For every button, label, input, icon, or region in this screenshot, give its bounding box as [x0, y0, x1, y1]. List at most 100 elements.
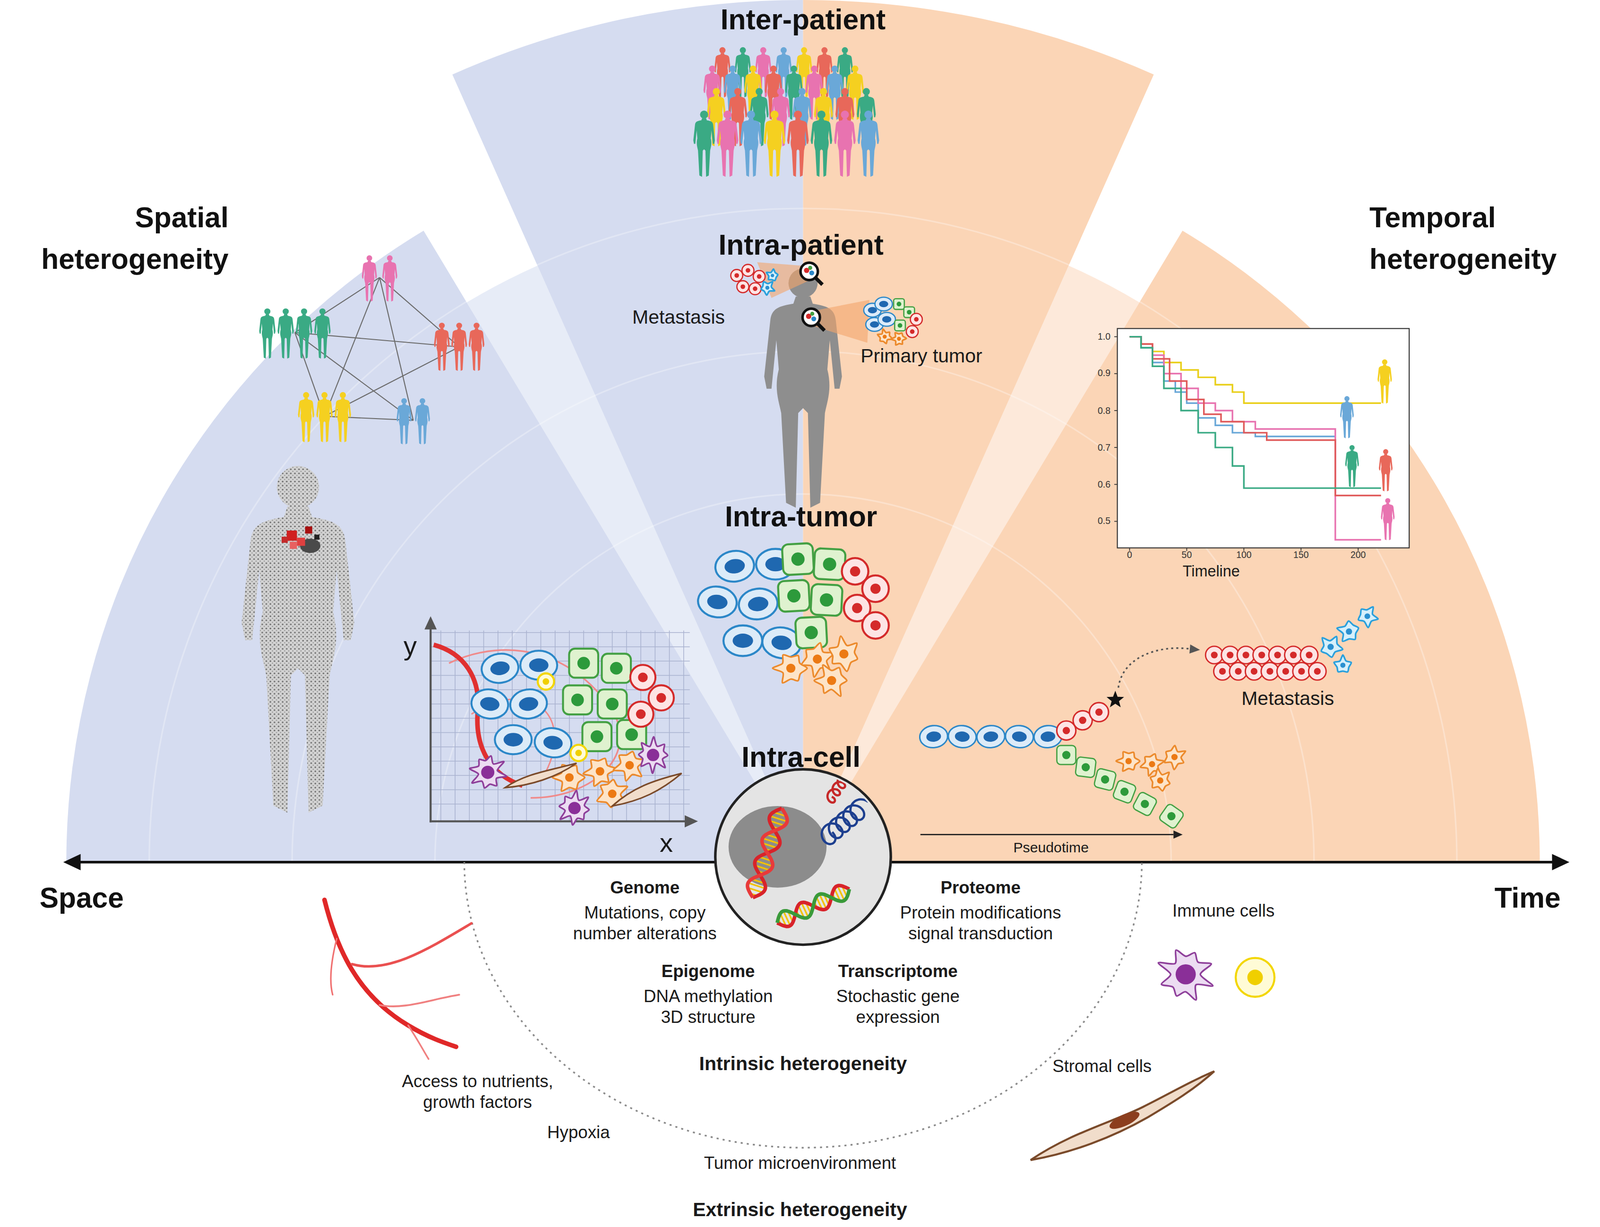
person-head — [264, 308, 271, 315]
green-cell — [782, 542, 815, 576]
person-icon — [361, 255, 378, 302]
site-label: Metastasis — [632, 305, 725, 329]
factor-label: Hypoxia — [547, 1122, 611, 1144]
cell-nucleus — [517, 696, 540, 713]
person-head — [1383, 449, 1389, 455]
cell-nucleus — [870, 583, 881, 594]
coil-strand — [817, 795, 875, 848]
cell-nucleus — [1247, 969, 1264, 986]
axis-end-label: Time — [1494, 880, 1561, 916]
person-icon — [314, 308, 331, 359]
grid-line — [683, 630, 685, 822]
cell-nucleus — [752, 286, 758, 292]
survival-chart — [1114, 328, 1410, 551]
immune-cell — [469, 756, 507, 789]
person-head — [831, 65, 838, 73]
blue-cell — [975, 724, 1007, 750]
orange-cell — [877, 328, 893, 344]
orange-cell — [814, 664, 847, 697]
cell-nucleus — [982, 731, 999, 743]
cell-nucleus — [1327, 643, 1334, 650]
body-silhouette — [241, 465, 354, 813]
grid-line — [454, 630, 456, 822]
cell-nucleus — [723, 558, 746, 576]
intrinsic-boundary — [464, 862, 1143, 1148]
person-body — [414, 403, 431, 445]
red-cell — [1261, 662, 1279, 680]
person-icon — [451, 322, 467, 371]
cell-nucleus — [1078, 716, 1087, 725]
person-head — [749, 65, 757, 73]
cell-nucleus — [896, 336, 901, 341]
green-cell — [1075, 756, 1097, 779]
immune-cell — [1158, 950, 1213, 1001]
cell-membrane — [1112, 779, 1137, 805]
cell-nucleus — [610, 662, 623, 675]
cell-membrane — [1284, 646, 1303, 664]
person-head — [302, 392, 310, 399]
cell-nucleus — [595, 766, 605, 776]
cell-membrane — [741, 264, 754, 277]
tick-label: 150 — [1293, 549, 1309, 561]
red-cell — [1089, 702, 1109, 722]
person-icon — [316, 392, 333, 443]
omics-heading: Genome — [610, 877, 680, 899]
magnifier — [802, 308, 825, 331]
cell-membrane — [782, 542, 815, 576]
person-head — [842, 47, 849, 54]
cell-nucleus — [1100, 774, 1110, 785]
level-ring — [148, 207, 1458, 862]
cell-membrane — [1221, 646, 1239, 664]
intra-patient-figure — [730, 262, 922, 508]
grid-line — [440, 630, 442, 822]
cell-nucleus — [765, 285, 770, 290]
red-cell — [1205, 646, 1223, 664]
grid-line — [430, 661, 690, 663]
red-cell — [906, 325, 919, 338]
cell-nucleus — [1298, 668, 1305, 675]
blue-cell — [947, 724, 978, 750]
cell-membrane — [570, 744, 587, 762]
red-cell — [1300, 646, 1318, 664]
cell-nucleus — [896, 301, 902, 307]
cell-membrane — [1229, 662, 1248, 680]
metastasis-cluster — [730, 264, 778, 296]
green-cell — [777, 579, 810, 612]
blue-cell — [1004, 724, 1035, 750]
person-head — [282, 308, 289, 315]
cell-nucleus — [770, 634, 793, 652]
helix-strand — [744, 805, 791, 901]
tick-label: 50 — [1181, 549, 1193, 561]
person-body — [382, 260, 398, 302]
arrow-head — [1173, 830, 1183, 839]
grid-line — [430, 803, 690, 805]
red-cell — [736, 280, 749, 293]
person-head — [821, 47, 828, 54]
patient-crowd — [693, 47, 879, 177]
helix-strand — [744, 805, 791, 901]
tick-mark — [1114, 447, 1118, 448]
x-axis — [429, 820, 688, 823]
cell-nucleus — [1175, 964, 1196, 985]
cell-nucleus — [826, 676, 836, 686]
axis-letter: y — [403, 629, 417, 662]
person-head — [798, 87, 806, 95]
tick-mark — [1357, 548, 1359, 551]
cell-membrane — [761, 281, 775, 296]
cell-nucleus — [590, 730, 604, 744]
person-head — [817, 110, 826, 119]
cell-nucleus — [542, 678, 550, 686]
person-body — [857, 118, 880, 177]
signal-pixel — [286, 530, 298, 542]
stromal-cell — [1030, 1071, 1215, 1161]
cell-nucleus — [1157, 777, 1164, 784]
person-head — [755, 87, 763, 95]
magnifier — [800, 262, 823, 285]
background-sectors — [66, 0, 1540, 863]
patient-network — [258, 255, 485, 445]
omics-heading: Proteome — [940, 877, 1021, 899]
signal-pixel — [281, 536, 288, 543]
grid-line — [430, 646, 690, 648]
